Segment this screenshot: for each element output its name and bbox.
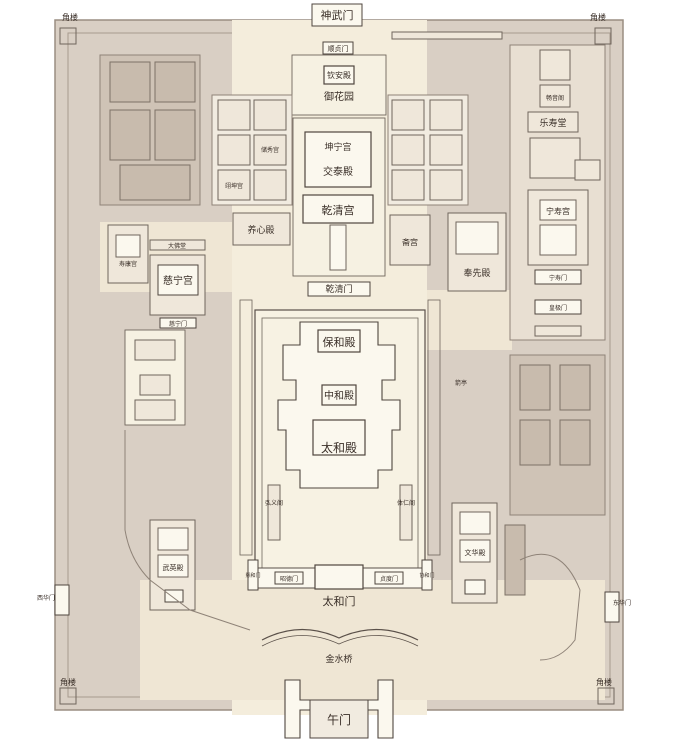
xihe-gate-label: 熙和门 bbox=[245, 572, 260, 579]
imperial-garden: 顺贞门 钦安殿 御花园 bbox=[291, 41, 387, 116]
wenhua-hall-label: 文华殿 bbox=[465, 548, 486, 557]
corner-tower-ne-label: 角楼 bbox=[590, 12, 606, 22]
qianqing-gate: 乾清门 bbox=[307, 281, 371, 297]
east-six-palaces bbox=[387, 94, 469, 206]
corner-tower-nw: 角楼 bbox=[59, 12, 78, 45]
corner-tower-sw: 角楼 bbox=[59, 677, 77, 705]
west-gate-label: 西华门 bbox=[37, 594, 55, 602]
north-long-building bbox=[391, 31, 503, 40]
corner-tower-se: 角楼 bbox=[596, 677, 615, 705]
wuying-hall-label: 武英殿 bbox=[163, 563, 184, 572]
xiehe-gate-label: 协和门 bbox=[419, 572, 434, 579]
west-gate: 西华门 bbox=[37, 584, 70, 616]
wenhua-hall: 文华殿 bbox=[451, 502, 526, 604]
north-gate-label: 神武门 bbox=[321, 8, 354, 22]
yikun-palace-label: 翊坤宫 bbox=[225, 182, 243, 190]
meridian-gate: 午门 bbox=[284, 679, 394, 739]
west-lower-courtyard bbox=[124, 329, 186, 426]
ningshou-complex: 畅音阁 乐寿堂 宁寿宫 宁寿门 皇极门 bbox=[509, 44, 606, 341]
baohe-hall-label: 保和殿 bbox=[323, 335, 356, 349]
wuying-hall: 武英殿 bbox=[149, 519, 196, 611]
tiren-pavilion-label: 体仁阁 bbox=[397, 499, 415, 507]
corner-tower-sw-label: 角楼 bbox=[60, 677, 76, 687]
chuxiu-palace-label: 储秀宫 bbox=[261, 146, 279, 154]
north-gate-shenwumen: 神武门 bbox=[311, 3, 363, 27]
changyin-pavilion-label: 畅音阁 bbox=[546, 94, 564, 102]
hongyi-pavilion-label: 弘义阁 bbox=[265, 499, 283, 507]
eastern-pale-area bbox=[427, 290, 512, 350]
inner-court: 坤宁宫 交泰殿 乾清宫 bbox=[292, 117, 386, 277]
northwest-courtyards bbox=[99, 54, 201, 206]
zhai-palace: 斋宫 bbox=[389, 214, 431, 266]
west-six-palaces: 储秀宫 翊坤宫 bbox=[211, 94, 293, 206]
kunning-palace-label: 坤宁宫 bbox=[324, 141, 351, 153]
fengxian-hall-label: 奉先殿 bbox=[463, 267, 490, 279]
taihe-gate-row: 太和门 昭德门 贞度门 熙和门 协和门 bbox=[245, 559, 435, 608]
corner-tower-nw-label: 角楼 bbox=[62, 12, 78, 22]
qianqing-palace-label: 乾清宫 bbox=[322, 203, 355, 217]
yangxin-hall: 养心殿 bbox=[232, 212, 291, 246]
inner-canal bbox=[124, 430, 251, 631]
corner-tower-se-label: 角楼 bbox=[596, 677, 612, 687]
outer-court: 保和殿 中和殿 太和殿 弘义阁 体仁阁 bbox=[254, 309, 426, 576]
cining-palace-label: 慈宁宫 bbox=[163, 274, 193, 287]
east-gallery bbox=[427, 299, 441, 556]
huangji-gate-label: 皇极门 bbox=[549, 304, 567, 312]
dafo-hall-label: 大佛堂 bbox=[168, 242, 186, 250]
east-canal bbox=[519, 553, 581, 661]
shoukang-palace-label: 寿康宫 bbox=[119, 260, 137, 268]
yangxin-hall-label: 养心殿 bbox=[247, 224, 274, 236]
shunzhen-gate-label: 顺贞门 bbox=[328, 44, 349, 53]
ningshou-gate-label: 宁寿门 bbox=[549, 274, 567, 282]
jianting-label: 箭亭 bbox=[455, 379, 467, 387]
east-lower-blocks: 箭亭 bbox=[455, 354, 606, 516]
west-gallery bbox=[239, 299, 253, 556]
zhonghe-hall-label: 中和殿 bbox=[324, 389, 354, 402]
cining-area: 寿康宫 大佛堂 慈宁宫 慈宁门 bbox=[107, 224, 206, 329]
taihe-gate-label: 太和门 bbox=[323, 594, 356, 608]
east-gate-label: 东华门 bbox=[613, 599, 631, 607]
corner-tower-ne: 角楼 bbox=[590, 12, 612, 45]
qinan-hall-label: 钦安殿 bbox=[327, 70, 351, 80]
south-gate-label: 午门 bbox=[327, 712, 351, 727]
taihe-hall-label: 太和殿 bbox=[321, 440, 357, 455]
south-pale-area bbox=[140, 580, 605, 700]
imperial-garden-label: 御花园 bbox=[324, 90, 354, 103]
leshou-hall-label: 乐寿堂 bbox=[539, 117, 566, 129]
fengxian-hall: 奉先殿 bbox=[447, 212, 507, 292]
zhai-palace-label: 斋宫 bbox=[402, 237, 418, 247]
zhendu-gate-label: 贞度门 bbox=[380, 575, 398, 583]
jinshui-bridge: 金水桥 bbox=[261, 628, 419, 665]
zhaode-gate-label: 昭德门 bbox=[280, 575, 298, 583]
jiaotai-hall-label: 交泰殿 bbox=[323, 165, 353, 178]
ningshou-palace-label: 宁寿宫 bbox=[546, 206, 570, 216]
east-gate: 东华门 bbox=[604, 591, 631, 623]
jinshui-bridge-label: 金水桥 bbox=[325, 653, 352, 665]
cining-gate-label: 慈宁门 bbox=[169, 320, 187, 328]
qianqing-gate-label: 乾清门 bbox=[325, 283, 352, 295]
